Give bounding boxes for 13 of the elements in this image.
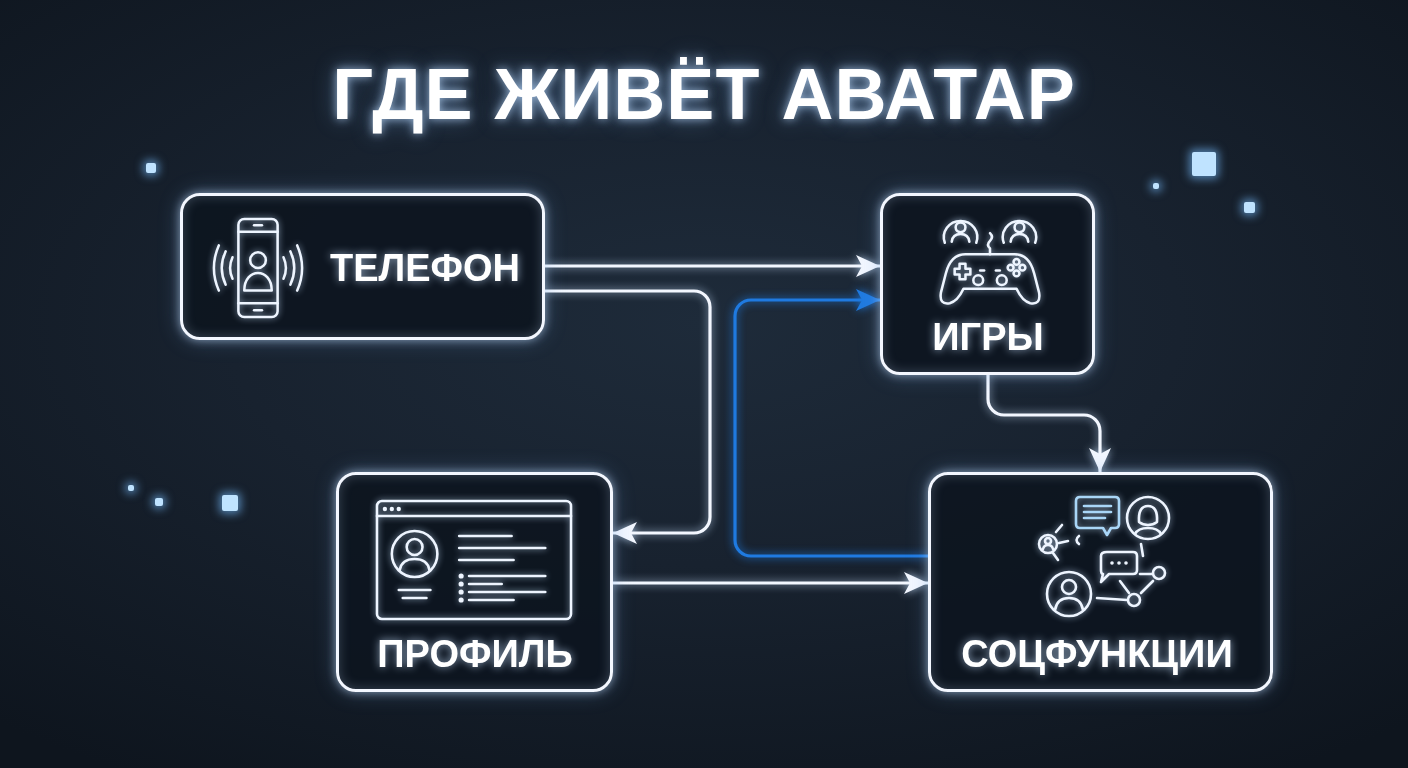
connector-arrow <box>613 572 928 594</box>
connector-arrow <box>986 375 1111 472</box>
node-label: ТЕЛЕФОН <box>330 249 520 289</box>
node-label: ИГРЫ <box>932 318 1044 358</box>
connector-arrow <box>545 289 712 544</box>
connector-arrow <box>545 255 880 277</box>
rounded-box <box>928 472 1273 692</box>
node-label: СОЦФУНКЦИИ <box>961 635 1233 675</box>
rounded-box <box>880 193 1095 375</box>
connector-arrow <box>733 289 928 558</box>
rounded-box <box>336 472 613 692</box>
rounded-box <box>180 193 545 340</box>
node-label: ПРОФИЛЬ <box>377 635 573 675</box>
